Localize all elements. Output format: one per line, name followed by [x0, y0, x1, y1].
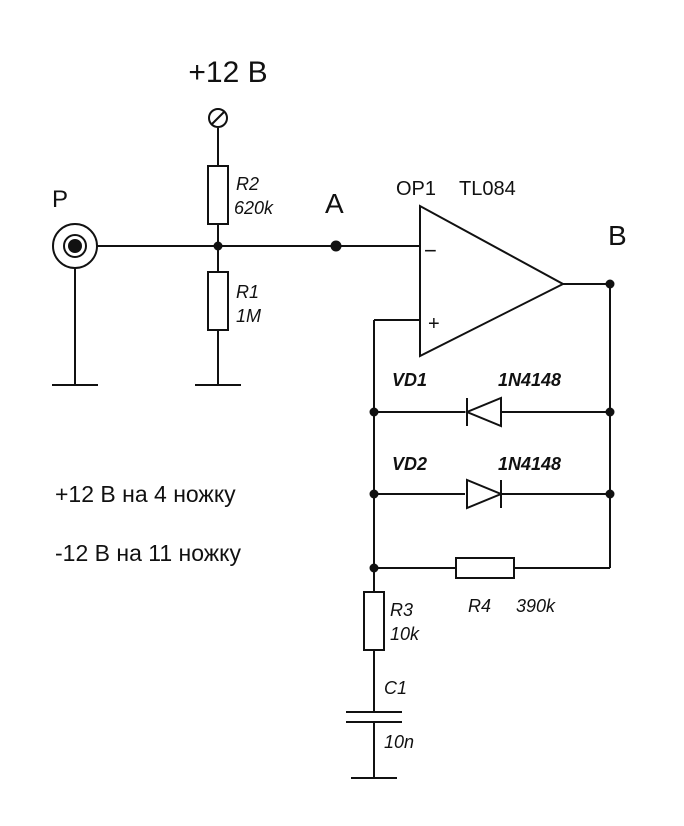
node-a-label: A	[325, 188, 344, 219]
input-label: P	[52, 186, 68, 213]
r2-ref: R2	[236, 174, 259, 194]
diode-vd2	[466, 478, 504, 510]
vd2-ref: VD2	[392, 454, 427, 474]
note-plus-12v: +12 В на 4 ножку	[55, 481, 236, 507]
node-b-label: B	[608, 220, 627, 251]
c1-ref: C1	[384, 678, 407, 698]
junction-dot	[369, 563, 379, 573]
junction-dot	[369, 407, 379, 417]
wires	[74, 128, 611, 778]
supply-terminal	[208, 108, 228, 128]
r4-ref: R4	[468, 596, 491, 616]
resistor-r1	[207, 271, 229, 331]
r1-ref: R1	[236, 282, 259, 302]
r1-value: 1M	[236, 306, 261, 326]
opamp-minus-sign: −	[424, 238, 437, 263]
capacitor-c1	[346, 711, 402, 723]
resistor-r4	[455, 557, 515, 579]
diode-vd1	[464, 396, 502, 428]
junction-dot	[605, 489, 615, 499]
r4-value: 390k	[516, 596, 556, 616]
r2-value: 620k	[234, 198, 274, 218]
vd1-ref: VD1	[392, 370, 427, 390]
junction-dot	[330, 240, 342, 252]
junction-dots	[213, 240, 615, 573]
vd2-part: 1N4148	[498, 454, 561, 474]
supply-label: +12 В	[188, 56, 267, 89]
junction-dot	[213, 241, 223, 251]
opamp-part: TL084	[459, 178, 516, 200]
junction-dot	[369, 489, 379, 499]
r3-ref: R3	[390, 600, 413, 620]
c1-value: 10n	[384, 732, 414, 752]
resistor-r3	[363, 591, 385, 651]
input-jack-symbol	[52, 223, 98, 269]
note-minus-12v: -12 В на 11 ножку	[55, 540, 241, 566]
opamp-name: OP1	[396, 178, 436, 200]
opamp-plus-sign: +	[428, 313, 440, 335]
vd1-part: 1N4148	[498, 370, 561, 390]
junction-dot	[605, 279, 615, 289]
r3-value: 10k	[390, 624, 420, 644]
opamp-triangle	[419, 204, 566, 358]
resistor-r2	[207, 165, 229, 225]
junction-dot	[605, 407, 615, 417]
